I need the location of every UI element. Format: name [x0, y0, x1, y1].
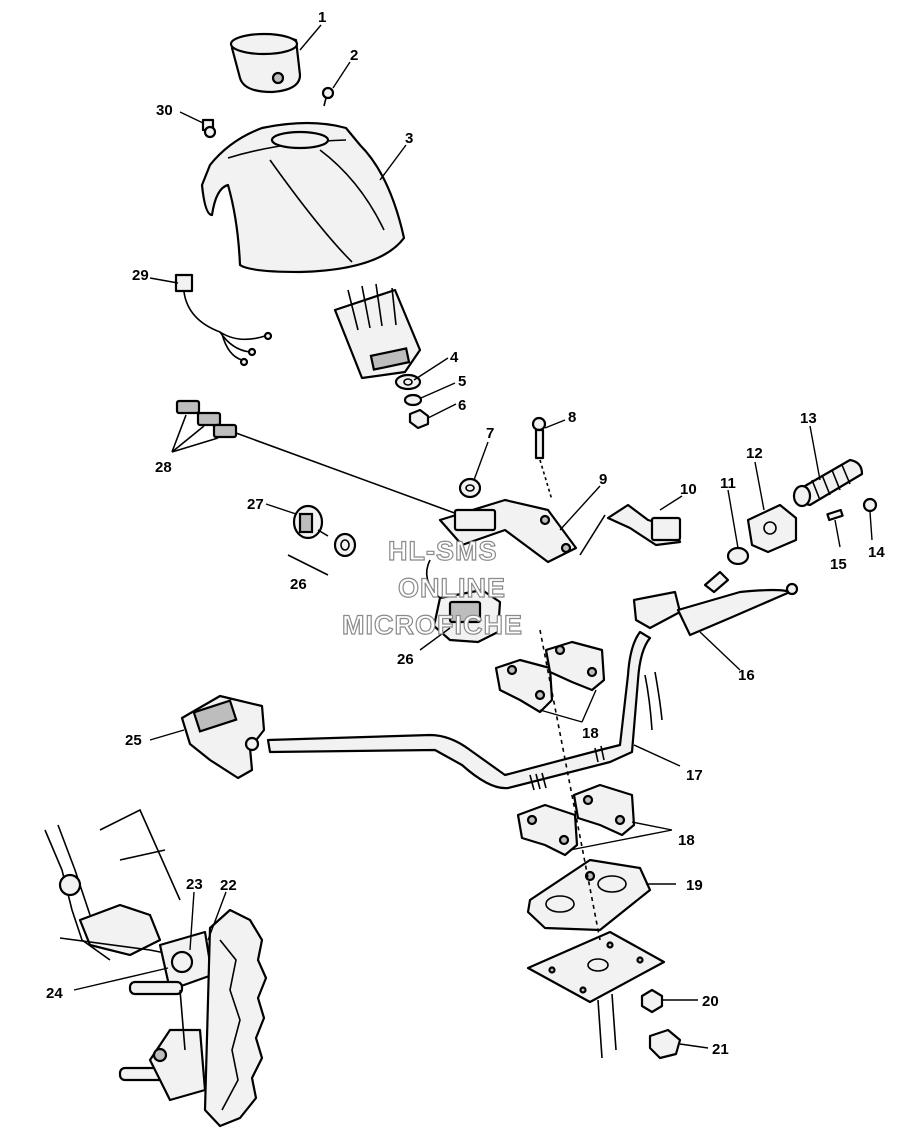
part-8-bolt [531, 416, 553, 501]
callout-12: 12 [746, 445, 763, 462]
part-15-screw [826, 508, 844, 522]
part-12-housing [746, 503, 798, 554]
callout-1: 1 [318, 9, 326, 26]
callout-26-lower: 26 [397, 651, 414, 668]
callout-21: 21 [712, 1041, 729, 1058]
part-13-grip [792, 458, 864, 508]
callout-22: 22 [220, 877, 237, 894]
callout-28: 28 [155, 459, 172, 476]
callout-25: 25 [125, 732, 142, 749]
callout-26-upper: 26 [290, 576, 307, 593]
part-16-brake-lever [632, 570, 799, 637]
callout-11: 11 [720, 475, 736, 492]
part-2-screw [321, 86, 335, 107]
ignition-switch [333, 283, 422, 380]
callout-29: 29 [132, 267, 149, 284]
callout-15: 15 [830, 556, 847, 573]
callout-6: 6 [458, 397, 466, 414]
callout-14: 14 [868, 544, 885, 561]
part-10-switch [579, 503, 682, 556]
callout-2: 2 [350, 47, 358, 64]
watermark-line-2: ONLINE [398, 573, 506, 603]
watermark-line-1: HL-SMS [388, 536, 498, 566]
brake-assembly [44, 808, 214, 1102]
part-19-riser [526, 858, 652, 932]
part-20-nut [640, 988, 664, 1014]
part-30-nut [201, 118, 217, 139]
part-6-nut [408, 408, 430, 430]
callout-20: 20 [702, 993, 719, 1010]
part-28-covers [171, 399, 461, 516]
callout-9: 9 [599, 471, 607, 488]
part-27-knob [292, 504, 329, 540]
callout-18-upper: 18 [582, 725, 599, 742]
part-26-switch [425, 559, 502, 644]
callout-10: 10 [680, 481, 697, 498]
part-5-lockwasher [403, 393, 423, 407]
callout-13: 13 [800, 410, 817, 427]
callout-24: 24 [46, 985, 63, 1002]
callout-4: 4 [450, 349, 459, 366]
part-18-lower-clamps [516, 783, 673, 857]
part-4-washer [394, 373, 422, 391]
callout-17: 17 [686, 767, 703, 784]
part-21-clamp [648, 1028, 682, 1060]
part-3-nacelle [200, 121, 406, 274]
callout-19: 19 [686, 877, 703, 894]
part-26-ring [287, 532, 357, 576]
steering-post [526, 629, 666, 1059]
part-14-cap [862, 497, 878, 513]
callout-3: 3 [405, 130, 413, 147]
watermark-line-3: MICROFICHE [342, 610, 523, 640]
callout-8: 8 [568, 409, 576, 426]
part-1-meter [229, 32, 302, 94]
callout-18-lower: 18 [678, 832, 695, 849]
part-11-spacer [726, 546, 750, 566]
callout-16: 16 [738, 667, 755, 684]
part-18-upper-clamps [494, 640, 606, 723]
part-17-handlebar [266, 630, 663, 791]
leader-lines [73, 24, 873, 1049]
callout-labels: 1 2 30 3 29 4 5 6 7 8 9 10 11 12 13 14 1… [46, 9, 885, 1058]
part-25-switch-housing [180, 694, 266, 780]
callout-7: 7 [486, 425, 494, 442]
callout-5: 5 [458, 373, 466, 390]
callout-27: 27 [247, 496, 264, 513]
part-9-bracket [438, 498, 578, 564]
part-7-bushing [458, 477, 482, 499]
watermark: HL-SMS ONLINE MICROFICHE [341, 535, 523, 640]
callout-30: 30 [156, 102, 173, 119]
brake-disc [203, 908, 268, 1128]
callout-23: 23 [186, 876, 203, 893]
part-29-harness [174, 273, 273, 367]
